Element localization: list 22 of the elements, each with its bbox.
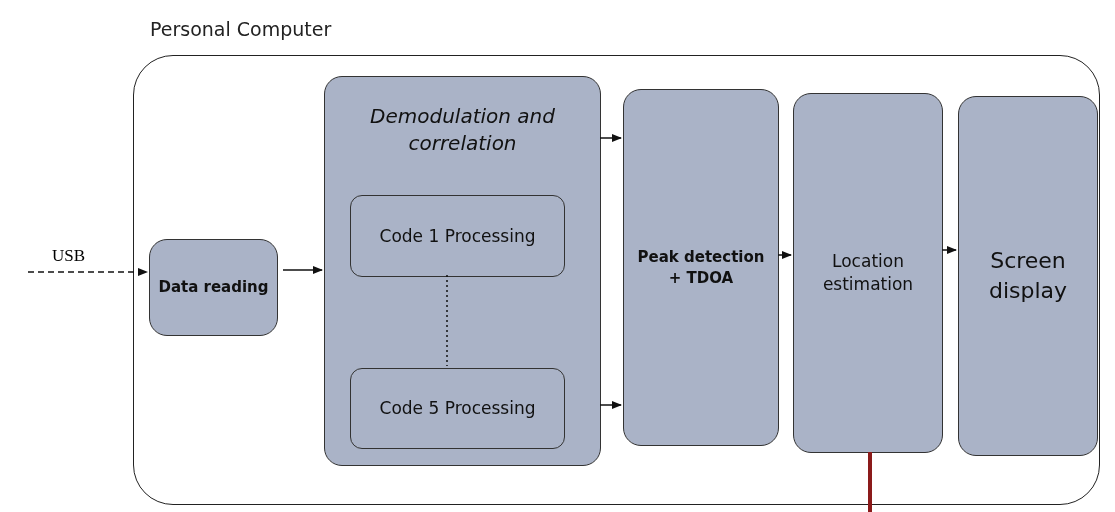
arrow [599, 133, 623, 143]
line [868, 452, 872, 512]
box-label: Code 1 Processing [379, 224, 536, 248]
frame-heading: Personal Computer [150, 18, 332, 40]
process-box [793, 93, 943, 453]
arrow [777, 250, 793, 260]
process-box [623, 89, 779, 446]
arrow [27, 267, 149, 277]
arrow [941, 245, 958, 255]
box-label: Screen display [987, 247, 1069, 305]
box-label: Code 5 Processing [379, 397, 536, 420]
box-label: Data reading [158, 277, 269, 298]
box-label: Peak detection + TDOA [636, 247, 766, 288]
box-label: Demodulation and correlation [369, 103, 556, 157]
process-box [958, 96, 1098, 456]
process-box [350, 368, 565, 449]
process-box [324, 76, 601, 466]
process-box [149, 239, 278, 336]
process-box [350, 195, 565, 277]
box-label: Location estimation [821, 250, 915, 296]
arrow [282, 265, 324, 275]
arrow [599, 400, 623, 410]
